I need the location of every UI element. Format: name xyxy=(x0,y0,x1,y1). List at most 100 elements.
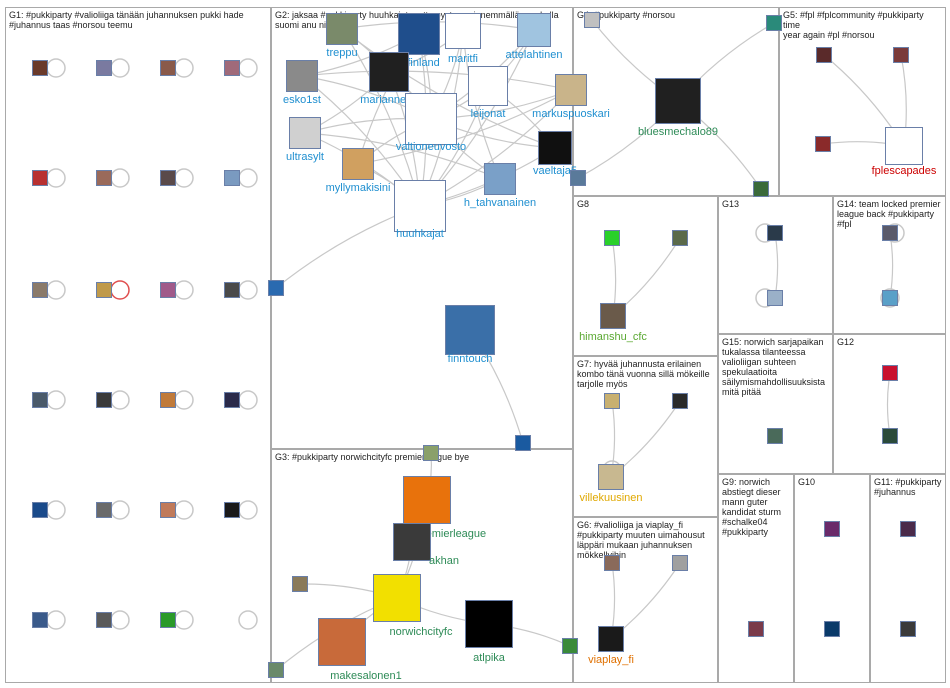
node-avatar[interactable] xyxy=(160,170,176,186)
node-h_tahvanainen[interactable] xyxy=(484,163,516,195)
node-himanshu_cfc[interactable] xyxy=(600,303,626,329)
node-label: ultrasylt xyxy=(286,151,324,163)
node-avatar[interactable] xyxy=(96,170,112,186)
node-myllymakisini[interactable] xyxy=(342,148,374,180)
node-basket[interactable] xyxy=(398,13,440,55)
node-markuspuoskari[interactable] xyxy=(555,74,587,106)
node-norwichcityfc[interactable] xyxy=(373,574,421,622)
node-label: finntouch xyxy=(447,353,493,365)
node-avatar[interactable] xyxy=(753,181,769,197)
node-attelahtinen[interactable] xyxy=(517,13,551,47)
node-viaplay_fi[interactable] xyxy=(598,626,624,652)
node-avatar[interactable] xyxy=(767,225,783,241)
node-avatar[interactable] xyxy=(32,502,48,518)
node-avatar[interactable] xyxy=(224,60,240,76)
node-avatar[interactable] xyxy=(604,230,620,246)
node-label: viaplay_fi xyxy=(588,654,634,666)
node-avatar[interactable] xyxy=(767,428,783,444)
node-avatar[interactable] xyxy=(423,445,439,461)
node-avatar[interactable] xyxy=(824,521,840,537)
node-avatar[interactable] xyxy=(893,47,909,63)
node-finntouch[interactable] xyxy=(445,305,495,355)
self-loop xyxy=(880,288,900,308)
node-avatar[interactable] xyxy=(96,612,112,628)
node-label: norwichcityfc xyxy=(389,626,453,638)
node-esko1st[interactable] xyxy=(286,60,318,92)
node-bluesmechalo89[interactable] xyxy=(655,78,701,124)
node-avatar[interactable] xyxy=(584,12,600,28)
node-avatar[interactable] xyxy=(268,662,284,678)
node-huuhkajat[interactable] xyxy=(394,180,446,232)
node-avatar[interactable] xyxy=(882,290,898,306)
node-label: premierleague xyxy=(415,528,487,540)
node-avatar[interactable] xyxy=(224,282,240,298)
node-premierleague[interactable] xyxy=(403,476,451,524)
node-label: maritfi xyxy=(448,53,478,65)
node-avatar[interactable] xyxy=(160,502,176,518)
node-label: himanshu_cfc xyxy=(579,331,647,343)
node-avatar[interactable] xyxy=(882,428,898,444)
node-avatar[interactable] xyxy=(96,502,112,518)
node-avatar[interactable] xyxy=(32,282,48,298)
node-mariannemi[interactable] xyxy=(369,52,409,92)
group-box-g8: G8 xyxy=(573,196,718,356)
node-avatar[interactable] xyxy=(900,521,916,537)
node-leijonat[interactable] xyxy=(468,66,508,106)
group-box-g1: G1: #pukkiparty #valioliiga tänään juhan… xyxy=(5,7,271,683)
group-label: G9: norwich abstiegt dieser mann guter k… xyxy=(722,477,782,537)
group-label: G4: #pukkiparty #norsou xyxy=(577,10,676,20)
group-label: G7: hyvää juhannusta erilainen kombo tän… xyxy=(577,359,710,389)
node-avatar[interactable] xyxy=(224,502,240,518)
node-villekuusinen[interactable] xyxy=(598,464,624,490)
node-avatar[interactable] xyxy=(32,170,48,186)
node-avatar[interactable] xyxy=(824,621,840,637)
node-avatar[interactable] xyxy=(292,576,308,592)
node-avatar[interactable] xyxy=(32,392,48,408)
node-maritfi[interactable] xyxy=(445,13,481,49)
node-label: atlpika xyxy=(473,652,505,664)
node-vaeltaja5[interactable] xyxy=(538,131,572,165)
node-treppu[interactable] xyxy=(326,13,358,45)
node-fplescapades[interactable] xyxy=(885,127,923,165)
node-avatar[interactable] xyxy=(160,60,176,76)
group-box-g10: G10 xyxy=(794,474,870,683)
node-label: attelahtinen xyxy=(505,49,563,61)
node-avatar[interactable] xyxy=(882,225,898,241)
group-box-g6: G6: #valioliiga ja viaplay_fi #pukkipart… xyxy=(573,517,718,683)
node-avatar[interactable] xyxy=(224,392,240,408)
node-avatar[interactable] xyxy=(748,621,764,637)
node-avatar[interactable] xyxy=(160,612,176,628)
node-avatar[interactable] xyxy=(32,612,48,628)
node-avatar[interactable] xyxy=(562,638,578,654)
node-avatar[interactable] xyxy=(224,170,240,186)
node-avatar[interactable] xyxy=(766,15,782,31)
node-avatar[interactable] xyxy=(604,393,620,409)
node-avatar[interactable] xyxy=(96,60,112,76)
node-ultrasylt[interactable] xyxy=(289,117,321,149)
node-avatar[interactable] xyxy=(32,60,48,76)
node-avatar[interactable] xyxy=(672,555,688,571)
node-avatar[interactable] xyxy=(268,280,284,296)
node-avatar[interactable] xyxy=(160,282,176,298)
node-avatar[interactable] xyxy=(816,47,832,63)
self-loop xyxy=(238,610,258,630)
group-box-g11: G11: #pukkiparty #juhannus xyxy=(870,474,946,683)
node-label: esko1st xyxy=(283,94,321,106)
node-avatar[interactable] xyxy=(767,290,783,306)
node-akhan[interactable] xyxy=(393,523,431,561)
node-avatar[interactable] xyxy=(570,170,586,186)
node-avatar[interactable] xyxy=(160,392,176,408)
node-avatar[interactable] xyxy=(604,555,620,571)
node-atlpika[interactable] xyxy=(465,600,513,648)
group-label: G6: #valioliiga ja viaplay_fi #pukkipart… xyxy=(577,520,705,560)
node-avatar[interactable] xyxy=(672,393,688,409)
node-makesalonen1[interactable] xyxy=(318,618,366,666)
node-avatar[interactable] xyxy=(96,392,112,408)
node-avatar[interactable] xyxy=(900,621,916,637)
node-avatar[interactable] xyxy=(96,282,112,298)
node-avatar[interactable] xyxy=(672,230,688,246)
node-valtioneuvosto[interactable] xyxy=(405,93,457,145)
node-avatar[interactable] xyxy=(515,435,531,451)
node-avatar[interactable] xyxy=(882,365,898,381)
node-avatar[interactable] xyxy=(815,136,831,152)
